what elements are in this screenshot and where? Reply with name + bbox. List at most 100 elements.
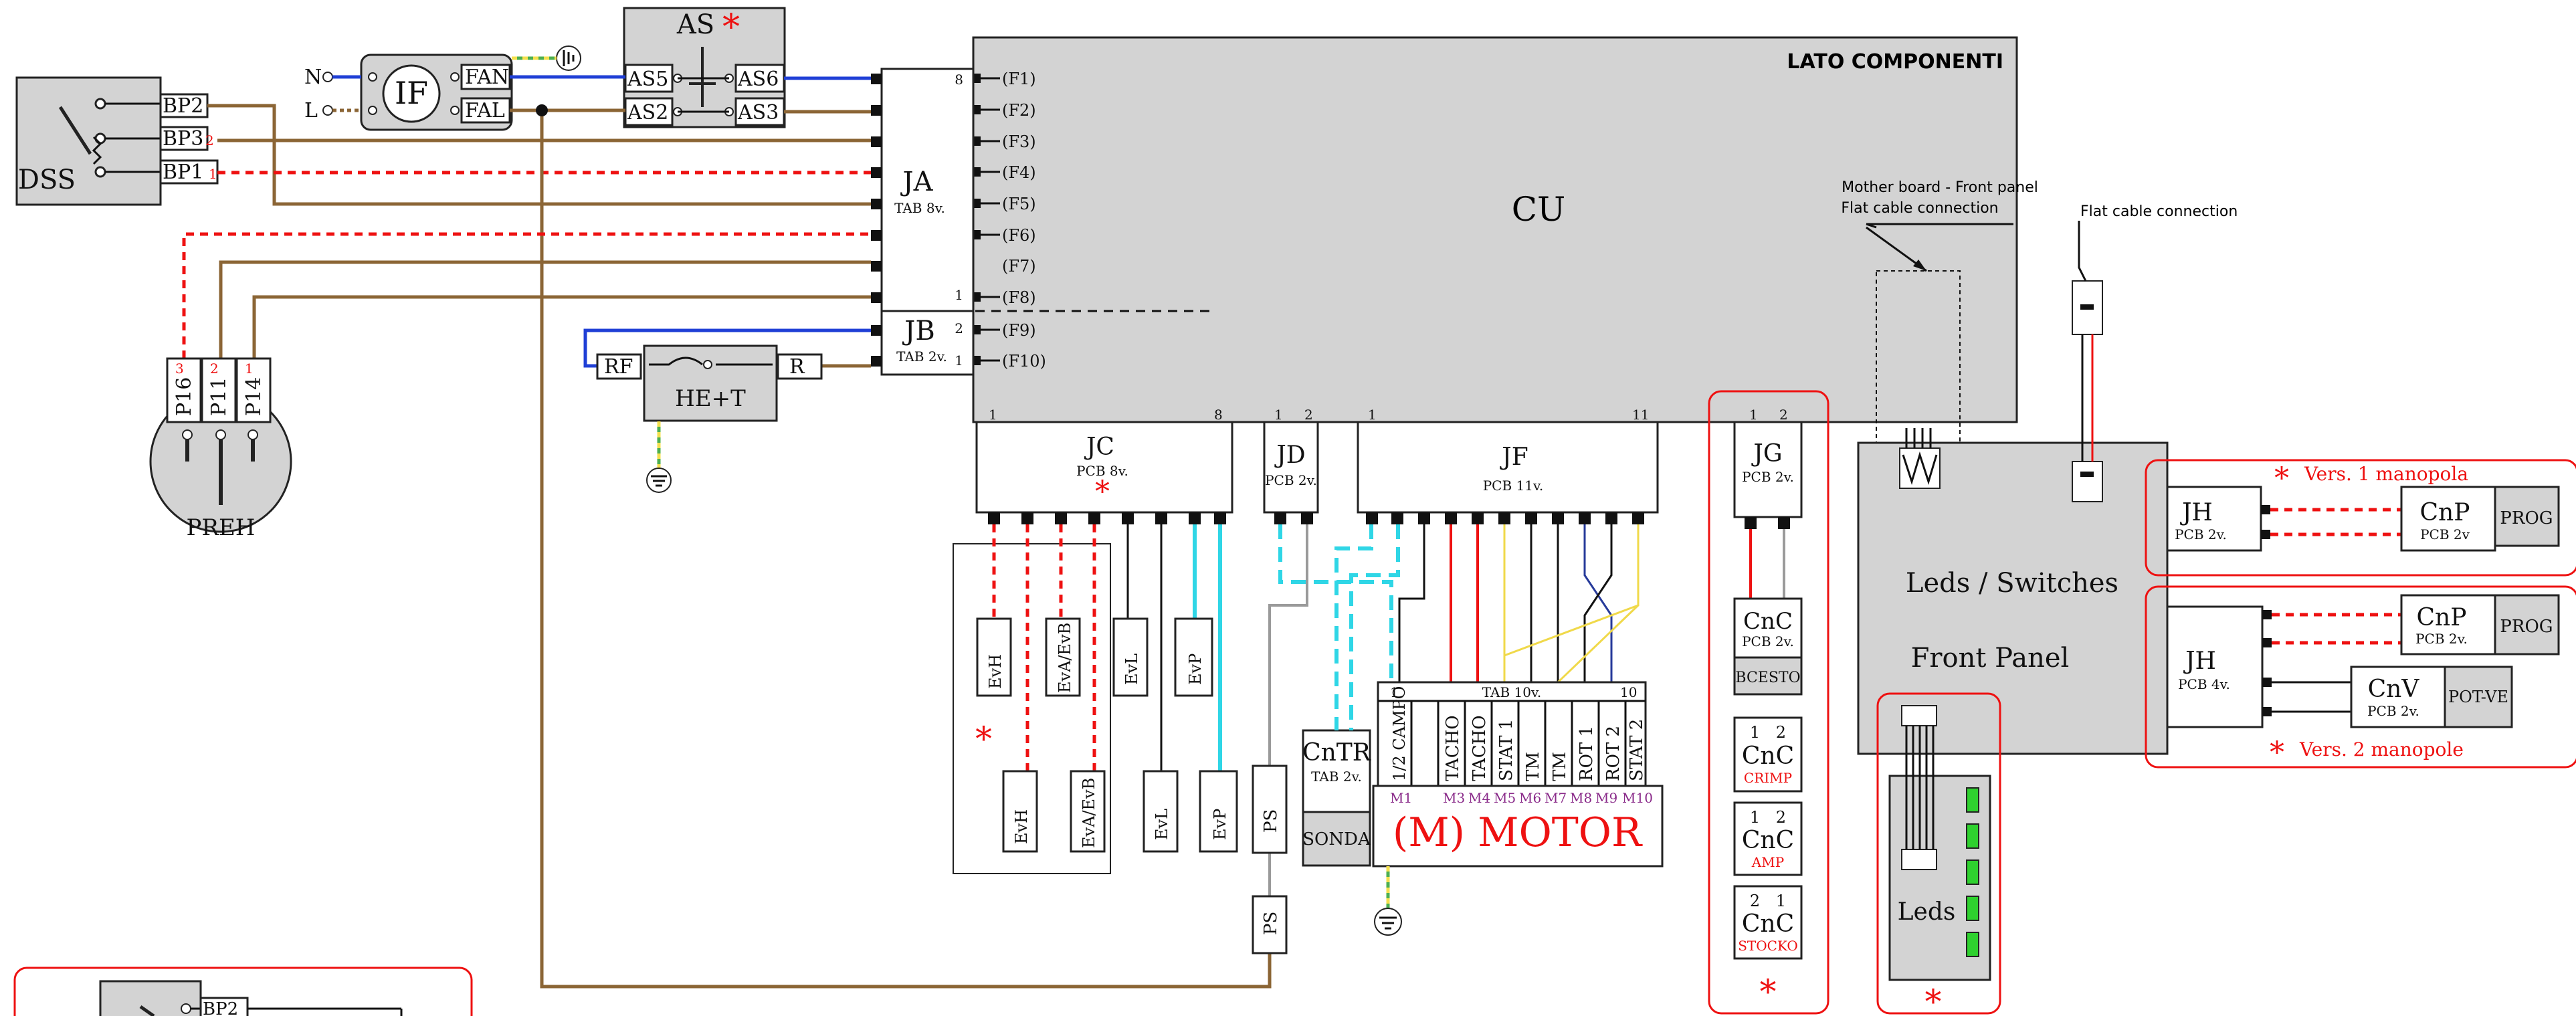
- jd-label: JD: [1274, 441, 1305, 469]
- motor-title: (M) MOTOR: [1393, 809, 1643, 856]
- crimp-sub: CRIMP: [1744, 770, 1792, 786]
- motor-pin-tacho1: TACHO: [1443, 715, 1463, 781]
- connector-cntr: CnTR TAB 2v. SONDA: [1302, 524, 1400, 867]
- connector-jf: JF PCB 11v. 1 11: [1357, 407, 1659, 524]
- jc-sub: PCB 8v.: [1076, 463, 1128, 479]
- jg-pin2: 2: [1779, 407, 1788, 423]
- vers1-title: Vers. 1 manopola: [2304, 463, 2468, 485]
- amp-nums: 1 2: [1750, 808, 1786, 827]
- valve-eva-evb-bottom: EvA/EvB: [1080, 778, 1098, 848]
- ps-label-2: PS: [1261, 912, 1281, 935]
- led-icon: [1966, 823, 1979, 849]
- as-label: AS: [676, 9, 714, 40]
- main-switch-as: AS * AS5 AS6 AS2 AS3: [623, 7, 786, 128]
- motor-m3: M3: [1443, 790, 1465, 806]
- bottom-term-bp2: BP2: [203, 999, 238, 1016]
- leds-star: *: [1925, 983, 1942, 1016]
- heater-thermostat: HE+T RF R: [596, 344, 823, 493]
- version2-knobs: JH PCB 4v. CnP PCB 2v. PROG CnV PCB 2v. …: [2145, 585, 2576, 770]
- filter-fan: FAN: [465, 66, 509, 89]
- motor-pin1: 1: [1390, 684, 1399, 700]
- het-r: R: [789, 355, 805, 379]
- preh-pin-p11: P11: [207, 377, 231, 416]
- cntr-label: CnTR: [1302, 739, 1371, 767]
- stocko-label: CnC: [1742, 910, 1794, 938]
- preh-num-2: 2: [210, 361, 219, 377]
- preh-pin-p14: P14: [242, 377, 266, 416]
- jb-sub: TAB 2v.: [896, 348, 947, 365]
- jg-pin1: 1: [1749, 407, 1758, 423]
- motor-pin-tm1: TM: [1523, 752, 1543, 781]
- cu-side-label: LATO COMPONENTI: [1787, 50, 2003, 74]
- jg-connector-group: 1 2 JG PCB 2v. CnC PCB 2v. BCESTO 1 2 Cn…: [1708, 390, 1829, 1015]
- valve-eva-evb-top: EvA/EvB: [1056, 623, 1074, 693]
- motor-m9: M9: [1595, 790, 1617, 806]
- ja-pin8: 8: [955, 72, 963, 88]
- dss-term-bp2: BP2: [163, 94, 203, 118]
- bottom-left-partial: BP2: [13, 967, 473, 1016]
- mb-note-1: Mother board - Front panel: [1842, 179, 2038, 196]
- ground-icon: [1374, 908, 1402, 936]
- vers2-cnv-sub: PCB 2v.: [2367, 703, 2419, 719]
- preh-num-1: 1: [245, 361, 254, 377]
- as-term-as3: AS3: [737, 101, 779, 124]
- filter-fal: FAL: [465, 99, 505, 122]
- pressure-sensor-ps: PS PS: [1252, 765, 1288, 954]
- valve-evl-top: EvL: [1122, 653, 1141, 685]
- ja-label: JA: [900, 167, 934, 197]
- motor-pin-tacho2: TACHO: [1470, 715, 1490, 781]
- pin-f7: (F7): [1002, 257, 1036, 276]
- motor-m5: M5: [1494, 790, 1516, 806]
- vers1-jh: JH: [2179, 499, 2213, 526]
- motor-m1: M1: [1390, 790, 1412, 806]
- leds-label: Leds: [1898, 898, 1956, 926]
- control-unit-board: CU LATO COMPONENTI Mother board - Front …: [943, 36, 2038, 492]
- pin-f9: (F9): [1002, 321, 1036, 340]
- pressure-switch-preh: PREH 3 2 1 P16 P11 P14: [149, 357, 292, 541]
- crimp-nums: 1 2: [1750, 723, 1786, 742]
- motor-pin-stat1: STAT 1: [1496, 719, 1516, 781]
- dss-num-2: 2: [205, 132, 214, 148]
- pin-f3: (F3): [1002, 132, 1036, 151]
- motor-wires: [1398, 524, 1640, 684]
- motor: 1 10 TAB 10v. 1/2 CAMPO TACHO TACHO STAT…: [1372, 681, 1664, 936]
- motor-pin-tm2: TM: [1550, 752, 1570, 781]
- flat-cable-note: Flat cable connection: [2080, 203, 2238, 220]
- motor-pin-stat2: STAT 2: [1627, 719, 1647, 781]
- jg-cnc-label: CnC: [1743, 608, 1793, 635]
- pin-f10: (F10): [1002, 352, 1046, 371]
- as-term-as2: AS2: [627, 101, 668, 124]
- vers1-star: *: [2274, 462, 2289, 496]
- valves-star: *: [975, 720, 992, 758]
- preh-pin-p16: P16: [173, 377, 196, 416]
- ps-label-1: PS: [1261, 809, 1281, 833]
- het-label: HE+T: [675, 385, 746, 412]
- interference-filter: IF FAN FAL: [360, 54, 513, 131]
- front-panel: Leds / Switches Front Panel Flat cable c…: [1857, 203, 2238, 755]
- jf-pin11: 11: [1632, 407, 1649, 423]
- front-line1: Leds / Switches: [1906, 568, 2118, 599]
- jg-cnc-sub: PCB 2v.: [1742, 633, 1794, 649]
- vers2-jh-sub: PCB 4v.: [2178, 676, 2230, 692]
- crimp-label: CnC: [1742, 742, 1794, 770]
- vers2-star: *: [2270, 736, 2284, 770]
- motor-m6: M6: [1519, 790, 1541, 806]
- door-safety-switch: DSS BP2 BP3 BP1 2 1: [15, 76, 219, 206]
- jd-pin2: 2: [1304, 407, 1313, 423]
- amp-sub: AMP: [1751, 854, 1784, 870]
- pin-f6: (F6): [1002, 226, 1036, 245]
- stocko-sub: STOCKO: [1738, 938, 1798, 954]
- valve-evp-top: EvP: [1186, 653, 1205, 685]
- valves-group: * EvH EvA/EvB EvL EvP EvH EvA/EvB EvL Ev…: [953, 524, 1238, 874]
- motor-m8: M8: [1570, 790, 1592, 806]
- jc-star: *: [1095, 475, 1110, 509]
- jc-pin8: 8: [1214, 407, 1223, 423]
- cntr-sub: TAB 2v.: [1311, 769, 1362, 785]
- led-icon: [1966, 787, 1979, 813]
- jf-sub: PCB 11v.: [1483, 478, 1544, 494]
- mb-note-2: Flat cable connection: [1841, 200, 1998, 217]
- valve-evl-bottom: EvL: [1153, 809, 1171, 840]
- preh-label: PREH: [187, 514, 256, 541]
- motor-pin-campo: 1/2 CAMPO: [1390, 686, 1409, 781]
